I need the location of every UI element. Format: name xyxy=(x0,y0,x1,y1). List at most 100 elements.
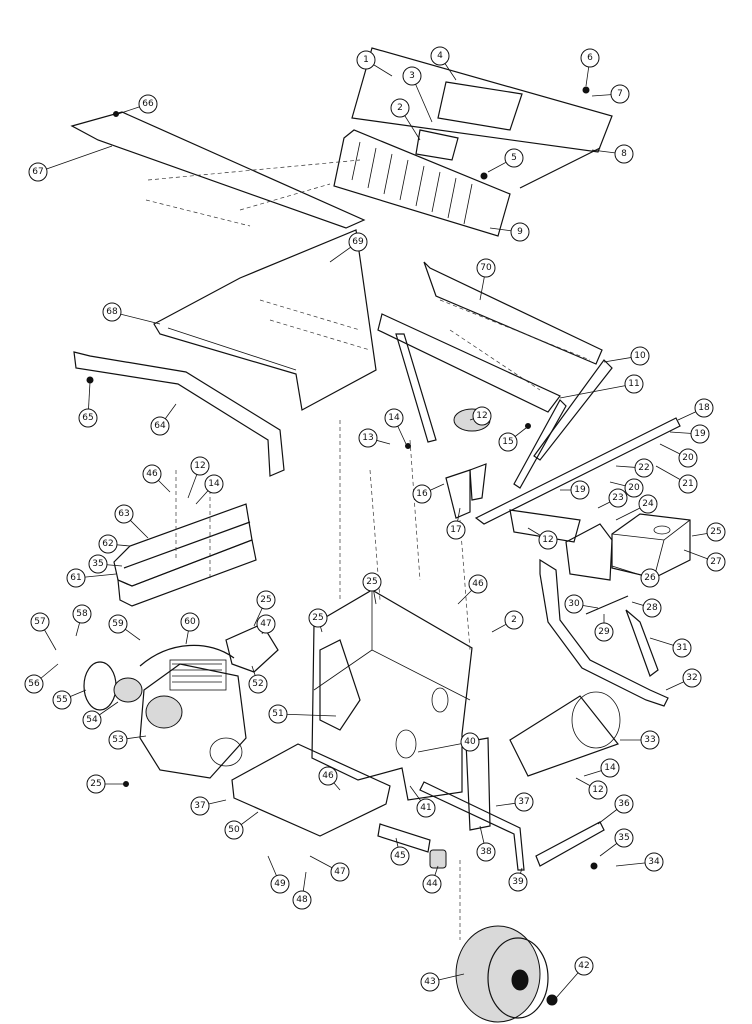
callout-34: 34 xyxy=(615,852,664,872)
callout-number: 47 xyxy=(260,619,271,629)
callout-circle xyxy=(416,798,436,818)
callout-17: 17 xyxy=(446,507,466,540)
callout-circle xyxy=(690,424,710,444)
callout-circle xyxy=(706,522,726,542)
main-housing-part xyxy=(311,589,473,801)
callout-circle xyxy=(460,732,480,752)
callout-number: 3 xyxy=(409,71,415,81)
callout-circle xyxy=(98,534,118,554)
callout-circle xyxy=(476,258,496,278)
callout-circle xyxy=(268,704,288,724)
callout-circle xyxy=(362,572,382,592)
callout-number: 47 xyxy=(334,867,345,877)
callout-number: 27 xyxy=(710,557,721,567)
callout-circle xyxy=(390,846,410,866)
handle-part xyxy=(539,558,669,707)
callout-number: 12 xyxy=(476,411,487,421)
callout-number: 50 xyxy=(228,825,240,835)
callout-33: 33 xyxy=(620,730,660,750)
engine-part xyxy=(139,659,247,779)
callout-26: 26 xyxy=(611,565,660,588)
callout-61: 61 xyxy=(66,568,117,588)
callout-number: 25 xyxy=(90,779,101,789)
callout-number: 46 xyxy=(472,579,484,589)
callout-number: 39 xyxy=(512,877,524,887)
side-bracket-part xyxy=(113,503,257,607)
callout-number: 51 xyxy=(272,709,283,719)
callout-number: 25 xyxy=(312,613,323,623)
callout-number: 59 xyxy=(112,619,124,629)
callout-circle xyxy=(706,552,726,572)
callout-59: 59 xyxy=(108,614,141,641)
callout-18: 18 xyxy=(677,398,714,421)
callout-circle xyxy=(102,302,122,322)
callout-62: 62 xyxy=(98,534,131,554)
callout-44: 44 xyxy=(422,865,442,894)
callout-circle xyxy=(138,94,158,114)
callout-number: 9 xyxy=(517,227,523,237)
wheel-part xyxy=(455,925,549,1023)
callout-circle xyxy=(318,766,338,786)
callout-48: 48 xyxy=(292,871,312,910)
callout-28: 28 xyxy=(631,598,662,618)
callout-number: 61 xyxy=(70,573,81,583)
callout-number: 56 xyxy=(28,679,40,689)
callout-circle xyxy=(594,622,614,642)
callout-16: 16 xyxy=(412,483,445,504)
callout-6: 6 xyxy=(580,48,600,87)
callout-30: 30 xyxy=(564,594,599,614)
callout-number: 37 xyxy=(518,797,529,807)
callout-number: 58 xyxy=(76,609,88,619)
callout-25: 25 xyxy=(253,590,276,627)
callout-number: 6 xyxy=(587,53,593,63)
callout-8: 8 xyxy=(591,144,634,164)
callout-circle xyxy=(672,638,692,658)
callout-41: 41 xyxy=(409,785,436,818)
callout-circle xyxy=(640,730,660,750)
callout-number: 33 xyxy=(644,735,655,745)
callout-circle xyxy=(150,416,170,436)
callout-number: 7 xyxy=(617,89,623,99)
callout-circle xyxy=(270,874,290,894)
callout-circle xyxy=(570,480,590,500)
callout-circle xyxy=(608,488,628,508)
callout-number: 64 xyxy=(154,421,166,431)
callout-circle xyxy=(634,458,654,478)
fuel-tank-part xyxy=(611,513,691,579)
callout-circle xyxy=(390,98,410,118)
callout-circle xyxy=(472,406,492,426)
callout-circle xyxy=(644,852,664,872)
callout-circle xyxy=(430,46,450,66)
callout-53: 53 xyxy=(108,730,147,750)
callout-circle xyxy=(564,594,584,614)
callout-circle xyxy=(52,690,72,710)
callout-number: 15 xyxy=(502,437,513,447)
callout-circle xyxy=(614,144,634,164)
callout-number: 57 xyxy=(34,617,45,627)
callout-15: 15 xyxy=(498,427,527,452)
callout-46: 46 xyxy=(142,464,171,493)
callout-circle xyxy=(694,398,714,418)
callout-number: 43 xyxy=(424,977,435,987)
callout-number: 70 xyxy=(480,263,492,273)
callout-25: 25 xyxy=(86,774,124,794)
callout-circle xyxy=(678,448,698,468)
callout-35: 35 xyxy=(88,554,123,574)
callout-number: 12 xyxy=(194,461,205,471)
callout-52: 52 xyxy=(248,665,268,694)
callout-circle xyxy=(356,50,376,70)
callout-circle xyxy=(678,474,698,494)
callout-27: 27 xyxy=(683,549,726,572)
callout-21: 21 xyxy=(655,465,698,494)
callout-number: 17 xyxy=(450,525,461,535)
callout-12: 12 xyxy=(187,456,210,499)
callout-number: 63 xyxy=(118,509,129,519)
callout-circle xyxy=(348,232,368,252)
deflector-strip-part xyxy=(73,351,285,477)
callout-51: 51 xyxy=(268,704,337,724)
callout-2: 2 xyxy=(491,610,524,633)
callout-9: 9 xyxy=(489,222,530,242)
callout-leader-line xyxy=(37,145,113,173)
callout-circle xyxy=(308,608,328,628)
callout-20: 20 xyxy=(609,478,644,498)
